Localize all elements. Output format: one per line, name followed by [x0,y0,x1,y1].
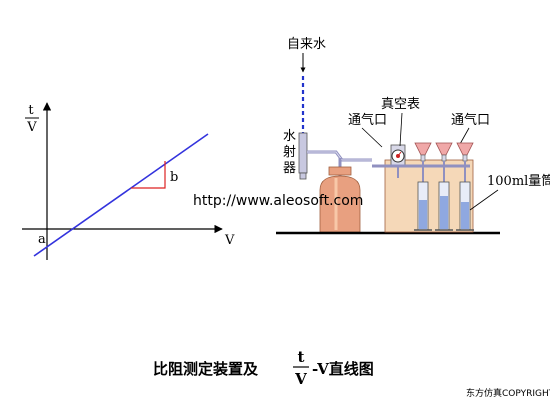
slope-triangle [131,161,166,189]
caption-suffix: -V直线图 [312,360,374,378]
jet-pump-label-1: 水 [283,129,296,144]
vacuum-gauge [390,144,406,168]
y-axis-label-bottom: V [26,120,37,135]
caption-frac-top: t [298,348,305,366]
tap-water-label: 自来水 [287,37,326,52]
funnel-3 [456,142,474,162]
cylinder-stand [384,159,474,233]
vent-left-leader [361,127,383,148]
vacuum-gauge-leader [399,112,403,147]
x-axis-label: V [224,233,235,248]
watermark-url: http://www.aleosoft.com [193,193,363,209]
copyright-text: 东方仿真COPYRIGHT [466,387,550,399]
tv-line [33,133,209,257]
intercept-label-a: a [38,232,46,247]
funnel-2 [435,142,453,162]
caption-frac-bottom: V [294,370,307,388]
apparatus: 自来水 水 射 器 真空表 [276,37,550,235]
caption-prefix: 比阻测定装置及 [153,360,259,378]
slope-label-b: b [170,170,178,185]
graduated-cylinder-leader [469,189,499,211]
vent-right-leader [459,127,470,145]
cylinder-3 [456,181,474,231]
figure-caption: 比阻测定装置及 t V -V直线图 [153,348,374,388]
tv-graph: t V V b a [22,102,235,260]
vent-right-label: 通气口 [451,112,490,128]
funnel-1 [414,142,432,162]
graduated-cylinder-label: 100ml量筒 [487,173,550,189]
vacuum-bottle [319,166,361,233]
pump-pipe-inner [307,151,372,161]
jet-pump [298,132,308,174]
jet-pump-nozzle [299,172,307,180]
cylinder-2 [435,181,453,231]
jet-pump-label-2: 射 [283,144,296,160]
cylinder-1 [414,181,432,231]
jet-pump-label-3: 器 [283,161,296,176]
vent-left-label: 通气口 [348,112,387,128]
y-axis-label-top: t [28,103,34,118]
vacuum-gauge-label: 真空表 [381,97,420,112]
